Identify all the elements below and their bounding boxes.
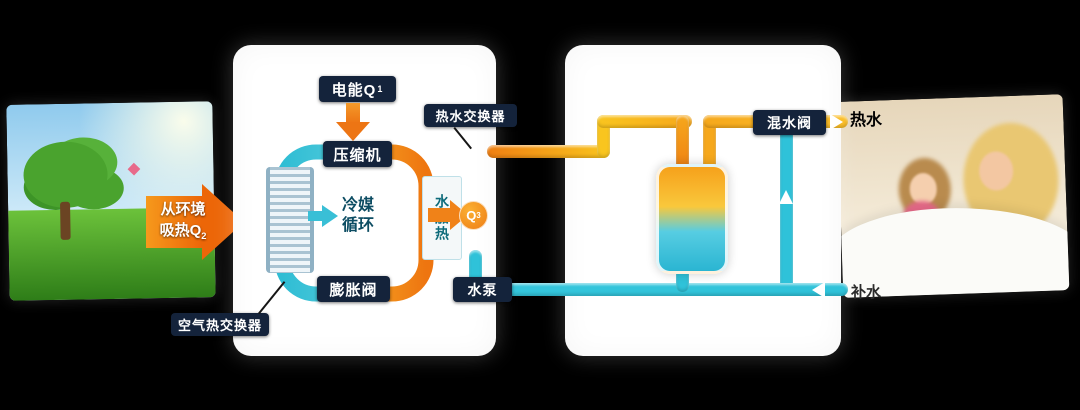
env-heat-label: 从环境 吸热Q2 [147, 199, 219, 243]
cold-in-flow-arrow-icon [812, 282, 825, 298]
hot-water-text-inner: 热水 [850, 112, 883, 129]
air-heat-exchanger-label: 空气热交换器 [171, 313, 269, 336]
water-pump-text: 水泵 [467, 281, 498, 298]
hot-water-text: 热水 [850, 106, 882, 130]
refrigerant-line1: 冷媒 [341, 197, 374, 214]
coil-arrow-head-icon [322, 205, 338, 227]
env-heat-line2: 吸热Q [159, 222, 202, 239]
expansion-valve-text: 膨胀阀 [329, 281, 378, 299]
hot-pipe-h2 [597, 115, 692, 128]
hot-out-flow-arrow-icon [830, 114, 843, 130]
coil-arrow-body [308, 211, 322, 221]
electric-arrow-body [346, 103, 360, 123]
env-heat-arrow-body [146, 196, 202, 248]
env-heat-line1: 从环境 [160, 201, 206, 218]
expansion-valve-label: 膨胀阀 [317, 276, 390, 302]
q3-text: Q [466, 208, 477, 223]
hot-water-exchanger-text: 热水交换器 [435, 109, 506, 124]
tree-trunk [60, 201, 71, 240]
env-heat-sub: 2 [201, 231, 207, 241]
cold-main-pipe [469, 283, 848, 296]
q3-sub: 3 [476, 211, 481, 220]
compressor-text: 压缩机 [333, 146, 382, 164]
electric-energy-sub: 1 [377, 84, 384, 94]
hot-water-exchanger-label: 热水交换器 [424, 104, 517, 127]
air-heat-exchanger-text: 空气热交换器 [177, 318, 262, 333]
refrigerant-line2: 循环 [341, 217, 374, 234]
tank-out-pipe-v [703, 115, 716, 173]
storage-tank [656, 164, 728, 274]
mixing-valve-label: 混水阀 [753, 110, 826, 135]
makeup-water-text-inner: 补水 [851, 284, 882, 301]
refrigerant-cycle-label: 冷媒 循环 [332, 196, 384, 236]
water-heating-arrow-body [428, 208, 450, 222]
electric-energy-text: 电能Q [331, 81, 377, 99]
air-coil [266, 167, 314, 273]
mixing-valve-text: 混水阀 [767, 114, 812, 131]
bypass-up-flow-arrow-icon [779, 190, 793, 204]
compressor-label: 压缩机 [323, 141, 392, 167]
makeup-water-text: 补水 [851, 281, 881, 302]
hot-pipe-h1 [487, 145, 610, 158]
hot-pipe-into-tank [676, 115, 689, 173]
cold-bypass-riser [780, 122, 793, 294]
water-pump-label: 水泵 [453, 277, 512, 302]
electric-arrow-head-icon [336, 122, 370, 141]
